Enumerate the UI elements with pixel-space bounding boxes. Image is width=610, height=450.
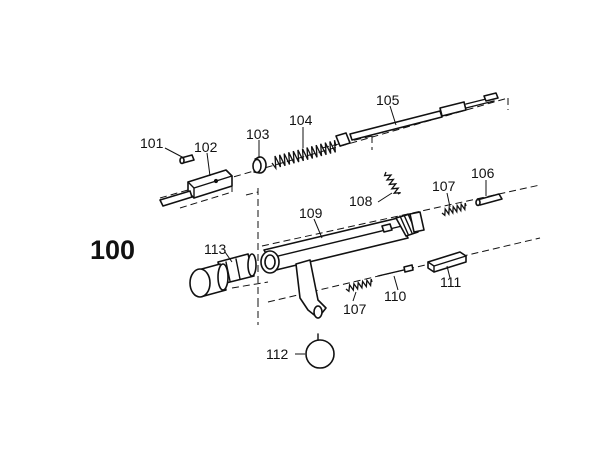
part-102-sear <box>159 169 233 207</box>
part-107a-spring <box>441 202 467 217</box>
part-107b-spring <box>345 278 373 293</box>
part-106-pin <box>475 193 503 207</box>
callout-107-upper: 107 <box>432 178 456 194</box>
part-104-spring <box>271 140 337 171</box>
part-112-ball <box>305 333 335 369</box>
part-110-pin <box>377 264 414 277</box>
callout-110: 110 <box>384 288 407 304</box>
part-109-bolt-body <box>260 211 425 319</box>
callout-106: 106 <box>471 165 495 181</box>
part-113-cocking-piece <box>189 253 257 298</box>
callout-112: 112 <box>266 346 289 362</box>
part-103-nut <box>252 156 267 174</box>
callout-111: 111 <box>440 274 461 290</box>
callout-102: 102 <box>194 139 218 155</box>
callout-101: 101 <box>140 135 164 151</box>
part-101-pin <box>179 154 195 165</box>
part-108-spring <box>383 171 401 195</box>
assembly-number: 100 <box>90 235 135 265</box>
callout-103: 103 <box>246 126 270 142</box>
callout-109: 109 <box>299 205 323 221</box>
callout-104: 104 <box>289 112 313 128</box>
part-105-rod <box>335 92 499 147</box>
callout-107-lower: 107 <box>343 301 367 317</box>
callout-108: 108 <box>349 193 373 209</box>
callout-113: 113 <box>204 241 227 257</box>
part-111-clip <box>427 251 467 273</box>
callout-105: 105 <box>376 92 400 108</box>
leader-lines <box>164 105 487 355</box>
